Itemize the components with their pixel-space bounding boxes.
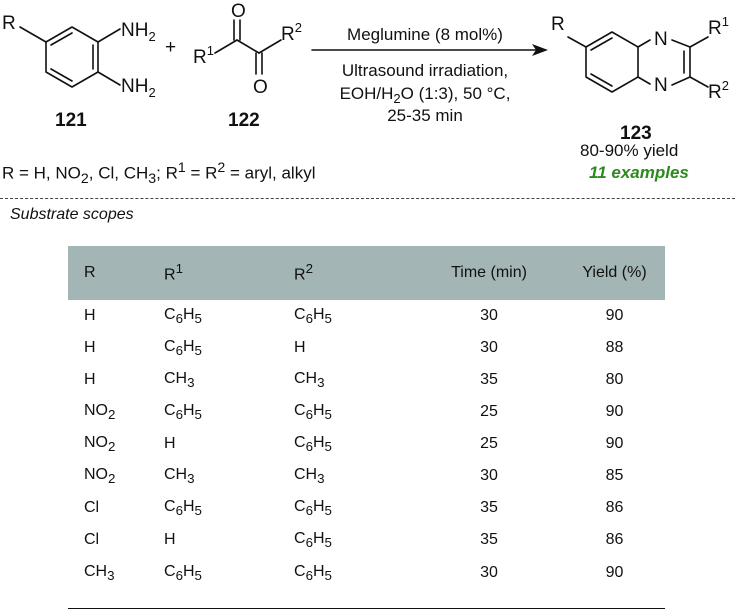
product-r2: R2: [708, 78, 729, 103]
cell-r1: C6H5: [164, 401, 202, 423]
cell-yield: 90: [605, 435, 624, 452]
cell-r: H: [84, 371, 96, 388]
cell-yield: 86: [605, 531, 624, 548]
product-r: R: [551, 14, 565, 35]
product-number: 123: [620, 123, 652, 144]
cell-yield: 90: [605, 403, 624, 420]
reactant-121-number: 121: [55, 110, 87, 131]
cell-r1: CH3: [164, 369, 195, 391]
reaction-scheme: R NH2 NH2 121 + R1 R2 O O 122 Meglumine …: [2, 1, 729, 144]
condition-solvent-temp: EOH/H2O (1:3), 50 °C,: [340, 84, 511, 106]
cell-r: NO2: [84, 401, 116, 423]
cell-r1: CH3: [164, 465, 195, 487]
reactant-122-number: 122: [228, 110, 260, 131]
cell-r2: CH3: [294, 369, 325, 391]
cell-r1: H: [164, 435, 176, 452]
table-bottom-rule: [68, 608, 665, 609]
cell-yield: 86: [605, 499, 624, 516]
cell-r2: CH3: [294, 465, 325, 487]
table-row: NO2 H C6H5 25 90: [68, 428, 665, 460]
cell-r1: C6H5: [164, 337, 202, 359]
table-row: NO2 C6H5 C6H5 25 90: [68, 396, 665, 428]
cell-yield: 88: [605, 339, 624, 356]
condition-time: 25-35 min: [387, 106, 463, 125]
cell-time: 30: [480, 307, 498, 324]
header-r2: R2: [294, 261, 313, 284]
cell-r: H: [84, 307, 96, 324]
condition-catalyst: Meglumine (8 mol%): [347, 25, 503, 44]
product-r1: R1: [708, 14, 729, 39]
product-n-bottom: N: [654, 75, 668, 96]
product-n-top: N: [654, 29, 668, 50]
cell-r: Cl: [84, 499, 100, 516]
reactant-122-structure: [214, 19, 282, 75]
cell-r: CH3: [84, 562, 115, 584]
table-row: H C6H5 C6H5 30 90: [68, 300, 665, 332]
cell-yield: 90: [605, 307, 624, 324]
cell-time: 30: [480, 339, 498, 356]
cell-time: 35: [480, 531, 498, 548]
condition-energy: Ultrasound irradiation,: [342, 61, 508, 80]
header-yield: Yield (%): [582, 264, 647, 281]
cell-r1: H: [164, 531, 176, 548]
plus-sign: +: [165, 37, 176, 58]
reactant-121-nh2-top: NH2: [121, 20, 156, 44]
arrow-head: [532, 44, 548, 56]
cell-time: 25: [480, 435, 498, 452]
cell-yield: 85: [605, 467, 624, 484]
substituent-definitions: R = H, NO2, Cl, CH3; R1 = R2 = aryl, alk…: [2, 160, 316, 188]
table-header-row: R R1 R2 Time (min) Yield (%): [68, 246, 665, 300]
yield-text: 80-90% yield: [580, 141, 679, 160]
table-row: H C6H5 H 30 88: [68, 332, 665, 364]
reactant-122-r1: R1: [193, 43, 214, 68]
cell-yield: 90: [605, 564, 624, 581]
cell-r2: C6H5: [294, 401, 332, 423]
header-r1: R1: [164, 261, 183, 284]
cell-r2: C6H5: [294, 497, 332, 519]
reactant-122-oxygen-bottom: O: [253, 77, 268, 98]
cell-r: NO2: [84, 433, 116, 455]
reactant-122-r2: R2: [281, 20, 302, 45]
cell-r2: C6H5: [294, 529, 332, 551]
cell-r1: C6H5: [164, 497, 202, 519]
reactant-121-nh2-bottom: NH2: [121, 76, 156, 100]
cell-r2: C6H5: [294, 562, 332, 584]
cell-r: NO2: [84, 465, 116, 487]
cell-r2: C6H5: [294, 433, 332, 455]
reactant-121-r: R: [2, 13, 16, 34]
cell-time: 35: [480, 371, 498, 388]
table-row: NO2 CH3 CH3 30 85: [68, 460, 665, 492]
examples-text: 11 examples: [589, 163, 689, 182]
cell-r2: C6H5: [294, 305, 332, 327]
header-r: R: [84, 264, 96, 281]
header-time: Time (min): [451, 264, 527, 281]
table-row: CH3 C6H5 C6H5 30 90: [68, 556, 665, 590]
cell-r1: C6H5: [164, 305, 202, 327]
cell-r: Cl: [84, 531, 100, 548]
cell-time: 35: [480, 499, 498, 516]
cell-r1: C6H5: [164, 562, 202, 584]
table-caption: Substrate scopes: [10, 206, 134, 223]
section-divider: [0, 198, 735, 199]
cell-r2: H: [294, 339, 306, 356]
cell-time: 30: [480, 467, 498, 484]
reactant-121-structure: [19, 26, 121, 88]
table-row: Cl C6H5 C6H5 35 86: [68, 492, 665, 524]
table-row: Cl H C6H5 35 86: [68, 524, 665, 556]
reactant-122-oxygen-top: O: [231, 1, 246, 22]
product-123-structure: [567, 31, 709, 93]
cell-time: 30: [480, 564, 498, 581]
cell-yield: 80: [605, 371, 624, 388]
cell-time: 25: [480, 403, 498, 420]
cell-r: H: [84, 339, 96, 356]
table-row: H CH3 CH3 35 80: [68, 364, 665, 396]
